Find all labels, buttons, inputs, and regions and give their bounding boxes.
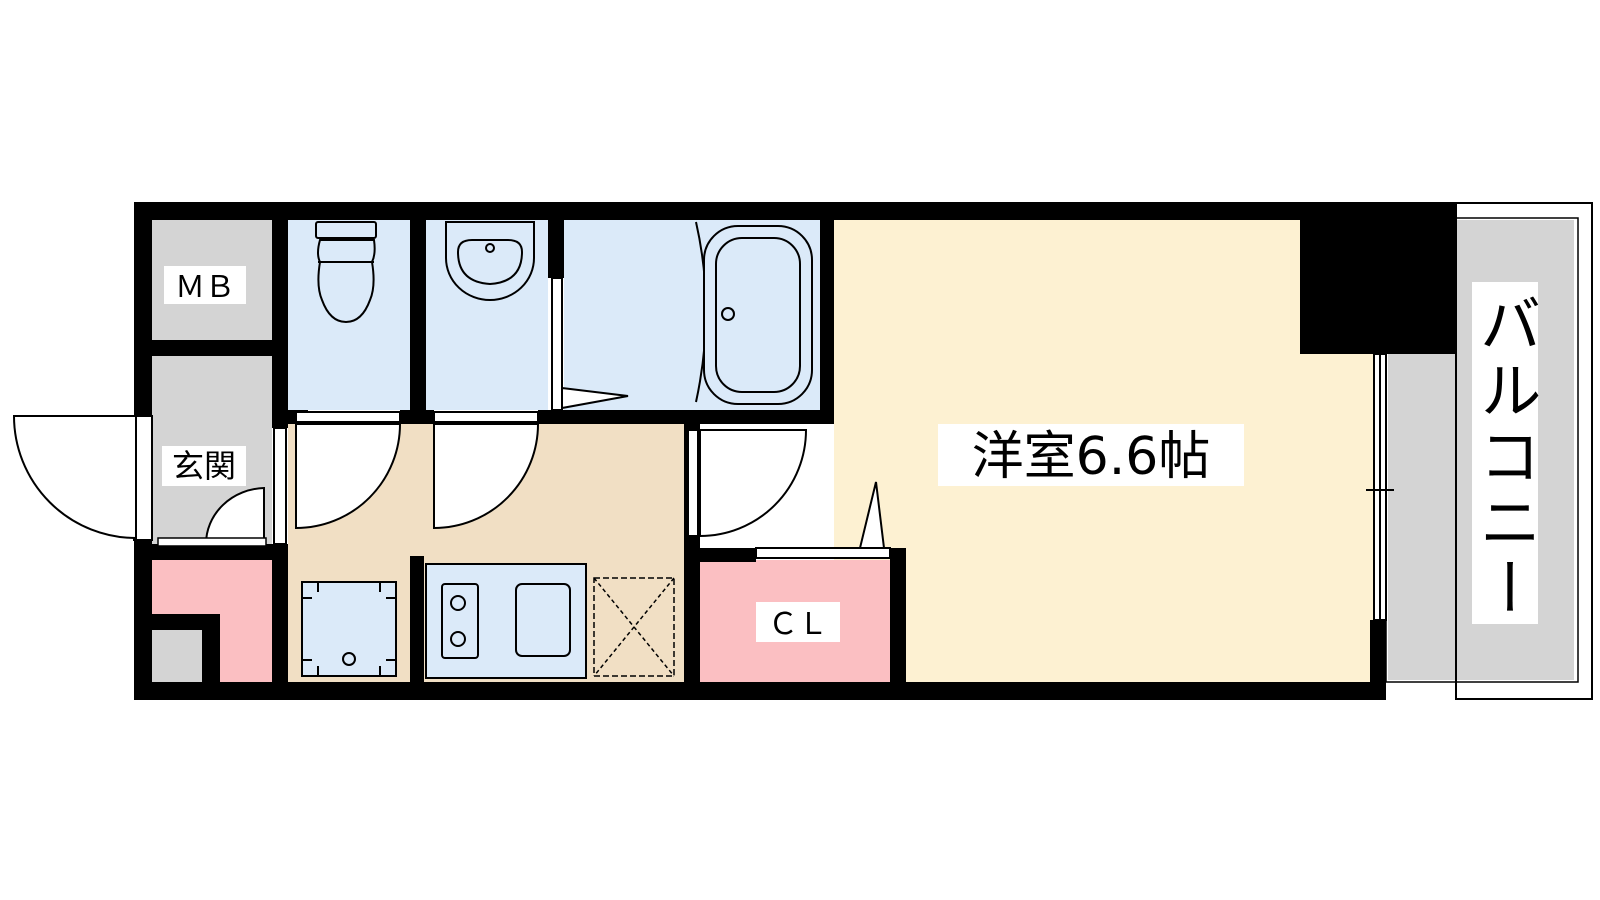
stove-burner-2 [450,631,466,647]
balcony-inner-outline [1385,217,1579,683]
genkan-label: 玄関 [172,447,236,485]
washbasin-fixture [445,221,535,301]
walls [134,202,1456,700]
bathtub-inner [715,237,801,393]
toilet-fixture [315,221,377,324]
genkan-inner-door-swing [205,486,265,545]
wall-closet-right [890,548,906,700]
balcony-label-bg [1472,282,1538,624]
wall-left-lower [134,540,152,700]
stove-outline [441,583,479,659]
kitchen-counter [425,563,587,679]
washroom-door-swing [433,423,540,530]
mb-door-leaf [273,427,287,545]
wall-top [134,202,1420,220]
wall-left-upper [134,202,152,416]
wall-storage-step-v [202,614,220,700]
entrance-door [12,415,265,545]
wall-wash-bath [548,202,564,278]
fridge-space-cross-2 [593,577,675,677]
room-labels: ＭＢ 玄関 洋室6.6帖 ＣＬ バルコニー [162,266,1542,642]
entrance-door-swing [12,415,137,540]
small-storage [152,630,202,682]
laundry-space [301,581,397,677]
bathtub-fixture [695,221,813,405]
wall-storage-right [272,544,288,700]
western-room-label-bg [938,424,1244,486]
wall-mb-right [272,202,288,428]
genkan-step-edge [157,537,267,547]
wall-closet-top [684,548,756,562]
balcony-label: バルコニー [1469,292,1542,622]
room-door-leaf [687,429,699,537]
bath-fold-door [561,386,629,410]
wall-genkan-bottom [134,544,288,560]
wall-mb-genkan [134,340,282,356]
laundry-drain [342,652,356,666]
washbasin-inner [456,239,524,286]
washroom-door-leaf [433,411,539,423]
toilet-door-leaf [295,411,401,423]
fridge-space [593,577,675,677]
toilet-door-swing [295,423,402,530]
wall-kitchen-left [410,556,424,700]
wall-bottom [134,682,1374,700]
genkan-label-bg [162,446,246,486]
stove-burner-1 [450,595,466,611]
wall-wetarea-bottom-mid [400,410,434,424]
toilet-tank [315,221,377,239]
room-door-swing [699,429,808,538]
interior-doors [273,277,891,559]
mb-label: ＭＢ [175,270,235,305]
bathtub-drain [721,307,735,321]
closet-label-bg [756,602,840,642]
wall-toilet-wash [410,202,426,424]
pillar [1300,202,1456,354]
western-room-label: 洋室6.6帖 [972,427,1211,487]
wall-right-lower [1370,620,1386,700]
closet-label: ＣＬ [768,607,828,642]
balcony-outline [1455,202,1593,700]
kitchen-sink [515,583,571,657]
mb-label-bg [164,266,246,304]
bath-door-leaf [551,277,563,411]
washbasin-tap [485,243,495,253]
fridge-space-outline [593,577,675,677]
wall-bath-room [820,202,834,424]
toilet-bowl [317,239,376,324]
closet-door-leaf [755,547,891,559]
closet-fold-door [858,481,886,549]
